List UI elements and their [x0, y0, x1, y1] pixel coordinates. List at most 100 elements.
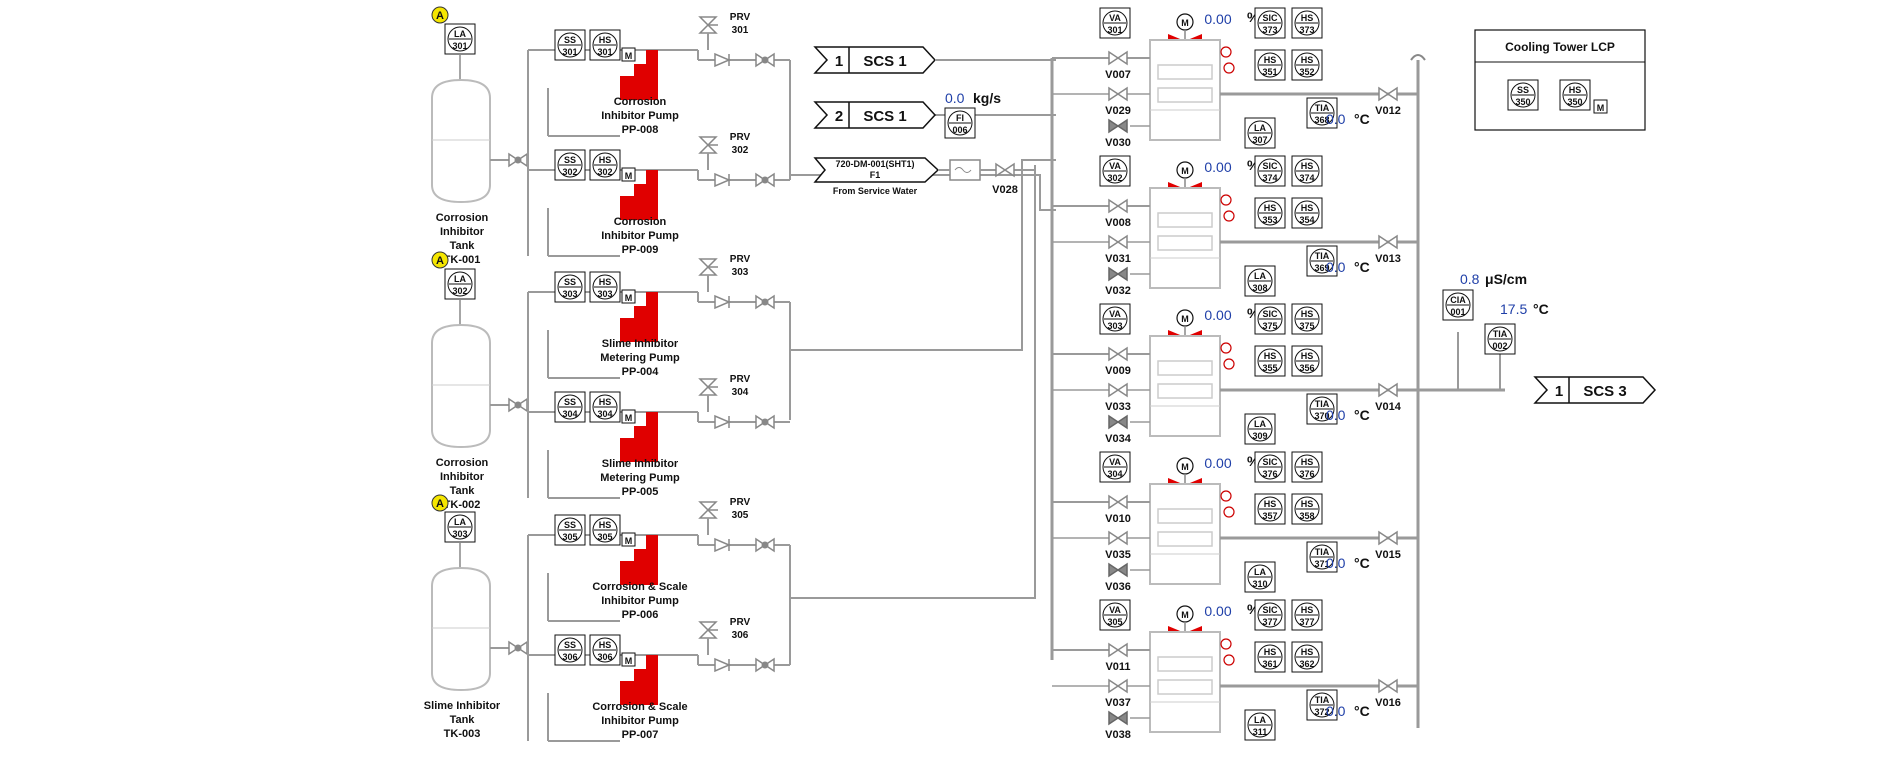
valve-v036[interactable]	[1108, 562, 1128, 578]
valve-v014[interactable]	[1378, 382, 1398, 398]
valve-v035[interactable]	[1108, 530, 1128, 546]
valve-v010[interactable]	[1108, 494, 1128, 510]
ball-valve[interactable]	[755, 414, 775, 430]
level-alarm-icon[interactable]	[1223, 62, 1235, 74]
valve-v029[interactable]	[1108, 86, 1128, 102]
check-valve[interactable]	[714, 172, 731, 188]
check-valve[interactable]	[714, 657, 731, 673]
ball-valve[interactable]	[755, 52, 775, 68]
vibration-alarm-icon[interactable]	[1220, 342, 1232, 354]
service-water-connector[interactable]	[813, 157, 940, 183]
vibration-alarm-icon[interactable]	[1220, 46, 1232, 58]
ball-valve[interactable]	[755, 657, 775, 673]
level-alarm-icon[interactable]	[1223, 506, 1235, 518]
prv-valve[interactable]	[698, 378, 718, 396]
valve-v012[interactable]	[1378, 86, 1398, 102]
valve-v013[interactable]	[1378, 234, 1398, 250]
prv-valve[interactable]	[698, 136, 718, 154]
metering-pump-icon[interactable]	[620, 655, 658, 705]
ball-valve[interactable]	[755, 537, 775, 553]
metering-pump-icon[interactable]	[620, 170, 658, 220]
prv-valve[interactable]	[698, 621, 718, 639]
ball-valve[interactable]	[755, 294, 775, 310]
ball-valve[interactable]	[755, 172, 775, 188]
valve-v028[interactable]	[995, 162, 1015, 178]
prv-valve[interactable]	[698, 16, 718, 34]
valve-v011[interactable]	[1108, 642, 1128, 658]
alarm-indicator[interactable]: A	[431, 6, 449, 24]
vibration-alarm-icon[interactable]	[1220, 490, 1232, 502]
level-alarm-icon[interactable]	[1223, 358, 1235, 370]
valve-v008[interactable]	[1108, 198, 1128, 214]
level-alarm-icon[interactable]	[1223, 654, 1235, 666]
vibration-alarm-icon[interactable]	[1220, 638, 1232, 650]
check-valve[interactable]	[714, 537, 731, 553]
ball-valve[interactable]	[508, 152, 528, 168]
valve-v015[interactable]	[1378, 530, 1398, 546]
metering-pump-icon[interactable]	[620, 412, 658, 462]
metering-pump-icon[interactable]	[620, 535, 658, 585]
prv-valve[interactable]	[698, 258, 718, 276]
metering-pump-icon[interactable]	[620, 292, 658, 342]
level-alarm-icon[interactable]	[1223, 210, 1235, 222]
valve-v016[interactable]	[1378, 678, 1398, 694]
prv-valve[interactable]	[698, 501, 718, 519]
alarm-indicator[interactable]: A	[431, 251, 449, 269]
metering-pump-icon[interactable]	[620, 50, 658, 100]
valve-v033[interactable]	[1108, 382, 1128, 398]
ball-valve[interactable]	[508, 397, 528, 413]
valve-v031[interactable]	[1108, 234, 1128, 250]
ball-valve[interactable]	[508, 640, 528, 656]
valve-v007[interactable]	[1108, 50, 1128, 66]
alarm-indicator[interactable]: A	[431, 494, 449, 512]
vibration-alarm-icon[interactable]	[1220, 194, 1232, 206]
